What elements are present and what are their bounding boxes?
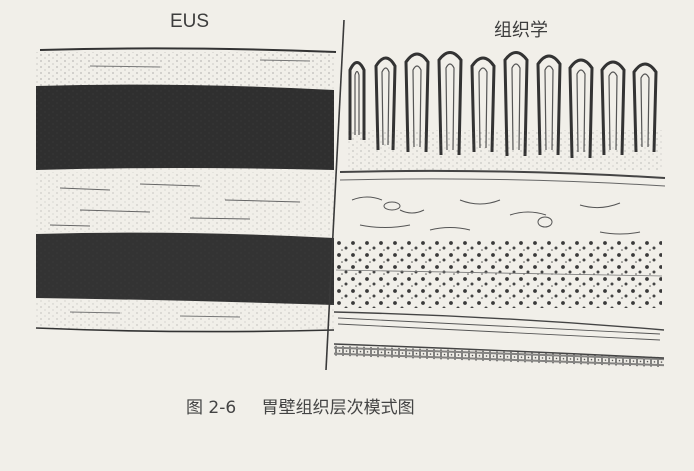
histology-label: 组织学 [494,22,548,40]
serosa-lines [338,318,660,340]
eus-panel [36,48,336,331]
eus-label: EUS [170,12,209,31]
figure-title: 胃壁组织层次模式图 [262,393,415,418]
figure-number: 图 2-6 [186,393,236,418]
histology-panel [334,53,665,368]
muscularis-mucosae [340,171,665,178]
submucosa [352,197,640,234]
eus-top-boundary [40,48,336,52]
figure-caption: 图 2-6 胃壁组织层次模式图 [186,393,415,418]
eus-layer-1 [36,52,334,86]
serosa-cells [334,346,664,368]
muscularis-propria [336,240,662,308]
